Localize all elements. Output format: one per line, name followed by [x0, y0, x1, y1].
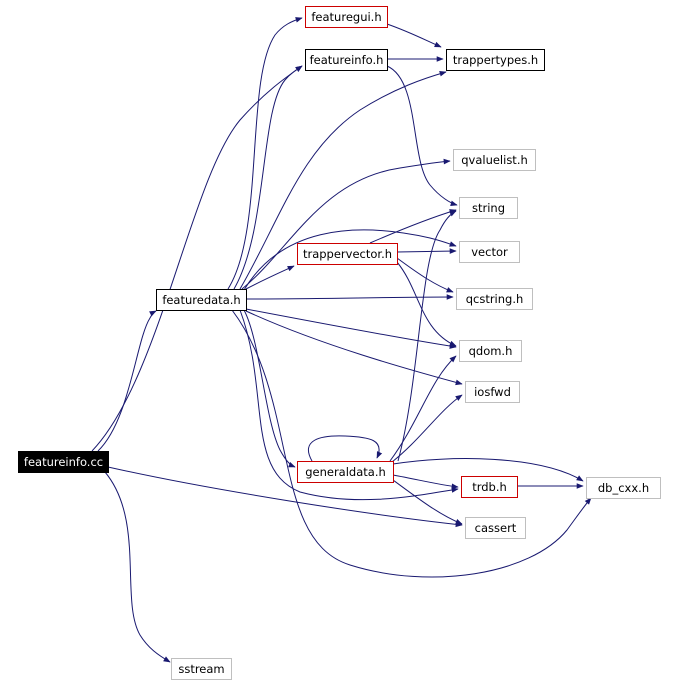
node-featureinfo-cc[interactable]: featureinfo.cc [18, 451, 109, 473]
node-cassert[interactable]: cassert [465, 517, 526, 539]
node-iosfwd[interactable]: iosfwd [465, 381, 520, 403]
node-box-featureinfo-cc [18, 451, 109, 473]
node-box-trdb-h [461, 476, 518, 498]
node-box-sstream [171, 658, 232, 680]
edge-generaldata-h-to-string [397, 210, 457, 462]
node-box-trappervector-h [297, 243, 398, 265]
node-db-cxx-h[interactable]: db_cxx.h [586, 477, 661, 499]
edge-trappervector-h-to-vector [396, 248, 457, 254]
node-label-qcstring-h: qcstring.h [466, 292, 524, 306]
node-box-qdom-h [459, 340, 522, 362]
node-box-cassert [465, 517, 526, 539]
node-featureinfo-h[interactable]: featureinfo.h [305, 49, 388, 71]
node-label-string: string [472, 201, 505, 215]
node-string[interactable]: string [459, 197, 518, 219]
edge-featureinfo-cc-to-cassert [107, 466, 463, 528]
node-label-trappertypes-h: trappertypes.h [453, 53, 538, 67]
edge-generaldata-h-to-generaldata-h [307, 435, 383, 462]
edge-featureinfo-cc-to-featuredata-h [97, 310, 157, 452]
edge-featuredata-h-to-qvaluelist-h [241, 158, 451, 290]
node-label-sstream: sstream [178, 662, 224, 676]
edge-layer [91, 17, 592, 663]
node-label-cassert: cassert [475, 521, 517, 535]
node-box-trappertypes-h [446, 49, 545, 71]
node-qvaluelist-h[interactable]: qvaluelist.h [453, 149, 536, 171]
node-label-trappervector-h: trappervector.h [303, 247, 392, 261]
node-box-generaldata-h [297, 461, 394, 483]
node-label-featuregui-h: featuregui.h [311, 10, 381, 24]
node-trappertypes-h[interactable]: trappertypes.h [446, 49, 545, 71]
edge-featuredata-h-to-iosfwd [245, 310, 463, 386]
edge-featuredata-h-to-trappertypes-h [239, 71, 447, 290]
node-label-featuredata-h: featuredata.h [162, 293, 240, 307]
node-label-iosfwd: iosfwd [474, 385, 511, 399]
node-label-featureinfo-cc: featureinfo.cc [24, 455, 103, 469]
edge-featureinfo-cc-to-featureinfo-h [91, 65, 303, 452]
node-box-db-cxx-h [586, 477, 661, 499]
edge-featuredata-h-to-qcstring-h [245, 294, 454, 300]
node-box-featuregui-h [305, 6, 388, 28]
edge-featuredata-h-to-qdom-h [245, 308, 457, 349]
edge-featureinfo-h-to-string [386, 65, 458, 206]
edge-generaldata-h-to-qdom-h [389, 355, 457, 462]
edge-trappervector-h-to-qcstring-h [396, 257, 454, 293]
edge-trappervector-h-to-string [369, 209, 457, 244]
edge-featureinfo-cc-to-sstream [104, 471, 171, 663]
edge-featuredata-h-to-trappervector-h [245, 265, 295, 290]
node-box-vector [459, 241, 520, 263]
node-featuregui-h[interactable]: featuregui.h [305, 6, 388, 28]
node-trappervector-h[interactable]: trappervector.h [297, 243, 398, 265]
node-qdom-h[interactable]: qdom.h [459, 340, 522, 362]
node-featuredata-h[interactable]: featuredata.h [156, 289, 247, 311]
edge-generaldata-h-to-db-cxx-h [392, 458, 584, 482]
node-label-trdb-h: trdb.h [472, 480, 507, 494]
edge-generaldata-h-to-trdb-h [392, 474, 459, 490]
node-box-qcstring-h [456, 288, 533, 310]
node-qcstring-h[interactable]: qcstring.h [456, 288, 533, 310]
node-box-featureinfo-h [305, 49, 388, 71]
edge-featuredata-h-to-trdb-h [239, 309, 459, 501]
node-box-qvaluelist-h [453, 149, 536, 171]
node-sstream[interactable]: sstream [171, 658, 232, 680]
node-generaldata-h[interactable]: generaldata.h [297, 461, 394, 483]
node-label-generaldata-h: generaldata.h [305, 465, 386, 479]
edge-generaldata-h-to-iosfwd [391, 394, 463, 463]
edge-featuredata-h-to-generaldata-h [243, 309, 296, 468]
edge-generaldata-h-to-cassert [392, 479, 463, 525]
node-label-featureinfo-h: featureinfo.h [310, 53, 384, 67]
node-trdb-h[interactable]: trdb.h [461, 476, 518, 498]
node-label-qvaluelist-h: qvaluelist.h [461, 153, 528, 167]
edge-featuregui-h-to-trappertypes-h [386, 23, 442, 48]
node-vector[interactable]: vector [459, 241, 520, 263]
node-box-string [459, 197, 518, 219]
node-label-vector: vector [471, 245, 508, 259]
node-box-iosfwd [465, 381, 520, 403]
edge-featuredata-h-to-featuregui-h [227, 17, 303, 290]
node-box-featuredata-h [156, 289, 247, 311]
node-label-db-cxx-h: db_cxx.h [598, 481, 649, 495]
edge-featuredata-h-to-vector [243, 229, 457, 291]
edge-featuredata-h-to-featureinfo-h [233, 65, 303, 290]
node-layer: featureinfo.cc featuregui.h featureinfo.h t… [18, 6, 661, 680]
node-label-qdom-h: qdom.h [469, 344, 513, 358]
edge-featuredata-h-to-db-cxx-h [231, 309, 592, 578]
